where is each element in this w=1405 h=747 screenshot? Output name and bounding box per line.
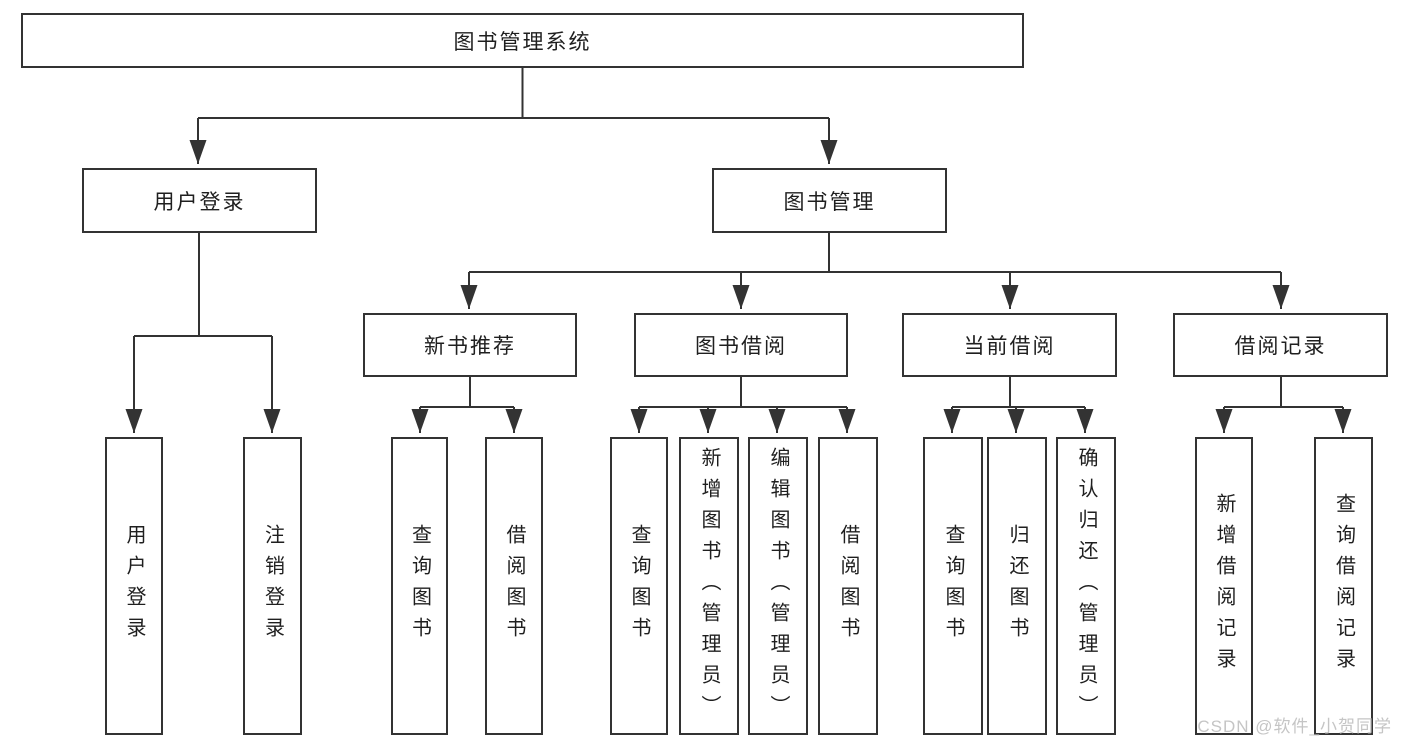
leaf-label: 查询图书 [942, 524, 964, 648]
leaf-label: 借阅图书 [503, 524, 525, 648]
leaf-label: 查询借阅记录 [1332, 493, 1355, 679]
leaf-logout: 注销登录 [243, 437, 302, 735]
leaf-add-borrow-record: 新增借阅记录 [1195, 437, 1253, 735]
leaf-borrow-books-borrowing: 借阅图书 [818, 437, 878, 735]
node-label: 新书推荐 [424, 335, 516, 358]
leaf-label: 查询图书 [408, 524, 431, 648]
node-current-borrowing: 当前借阅 [902, 313, 1117, 377]
leaf-label: 用户登录 [123, 524, 145, 648]
node-label: 当前借阅 [963, 335, 1056, 358]
node-label: 图书管理 [783, 190, 876, 214]
leaf-query-books-borrowing: 查询图书 [610, 437, 668, 735]
node-new-book-recommend: 新书推荐 [363, 313, 577, 377]
leaf-user-login: 用户登录 [105, 437, 163, 735]
node-root-library-system: 图书管理系统 [21, 13, 1024, 68]
csdn-watermark: CSDN @软件_小贺同学 [1197, 717, 1392, 736]
leaf-add-book-admin: 新增图书（管理员） [679, 437, 739, 735]
node-label: 用户登录 [153, 190, 246, 214]
leaf-label: 借阅图书 [837, 524, 859, 648]
leaf-label: 确认归还（管理员） [1075, 446, 1097, 726]
leaf-query-books-current: 查询图书 [923, 437, 983, 735]
leaf-borrow-books-recommend: 借阅图书 [485, 437, 543, 735]
leaf-query-books-recommend: 查询图书 [391, 437, 448, 735]
node-book-borrowing: 图书借阅 [634, 313, 848, 377]
leaf-return-book: 归还图书 [987, 437, 1047, 735]
node-label: 图书管理系统 [453, 30, 592, 54]
node-label: 借阅记录 [1234, 335, 1327, 358]
node-book-management: 图书管理 [712, 168, 947, 233]
node-user-login: 用户登录 [82, 168, 317, 233]
leaf-label: 新增图书（管理员） [698, 446, 720, 726]
leaf-confirm-return-admin: 确认归还（管理员） [1056, 437, 1116, 735]
node-label: 图书借阅 [695, 335, 787, 358]
leaf-edit-book-admin: 编辑图书（管理员） [748, 437, 808, 735]
node-borrow-records: 借阅记录 [1173, 313, 1388, 377]
leaf-label: 查询图书 [628, 524, 650, 648]
leaf-label: 注销登录 [261, 524, 284, 648]
leaf-label: 归还图书 [1006, 524, 1028, 648]
leaf-label: 新增借阅记录 [1213, 493, 1235, 679]
leaf-query-borrow-record: 查询借阅记录 [1314, 437, 1373, 735]
leaf-label: 编辑图书（管理员） [767, 446, 789, 726]
